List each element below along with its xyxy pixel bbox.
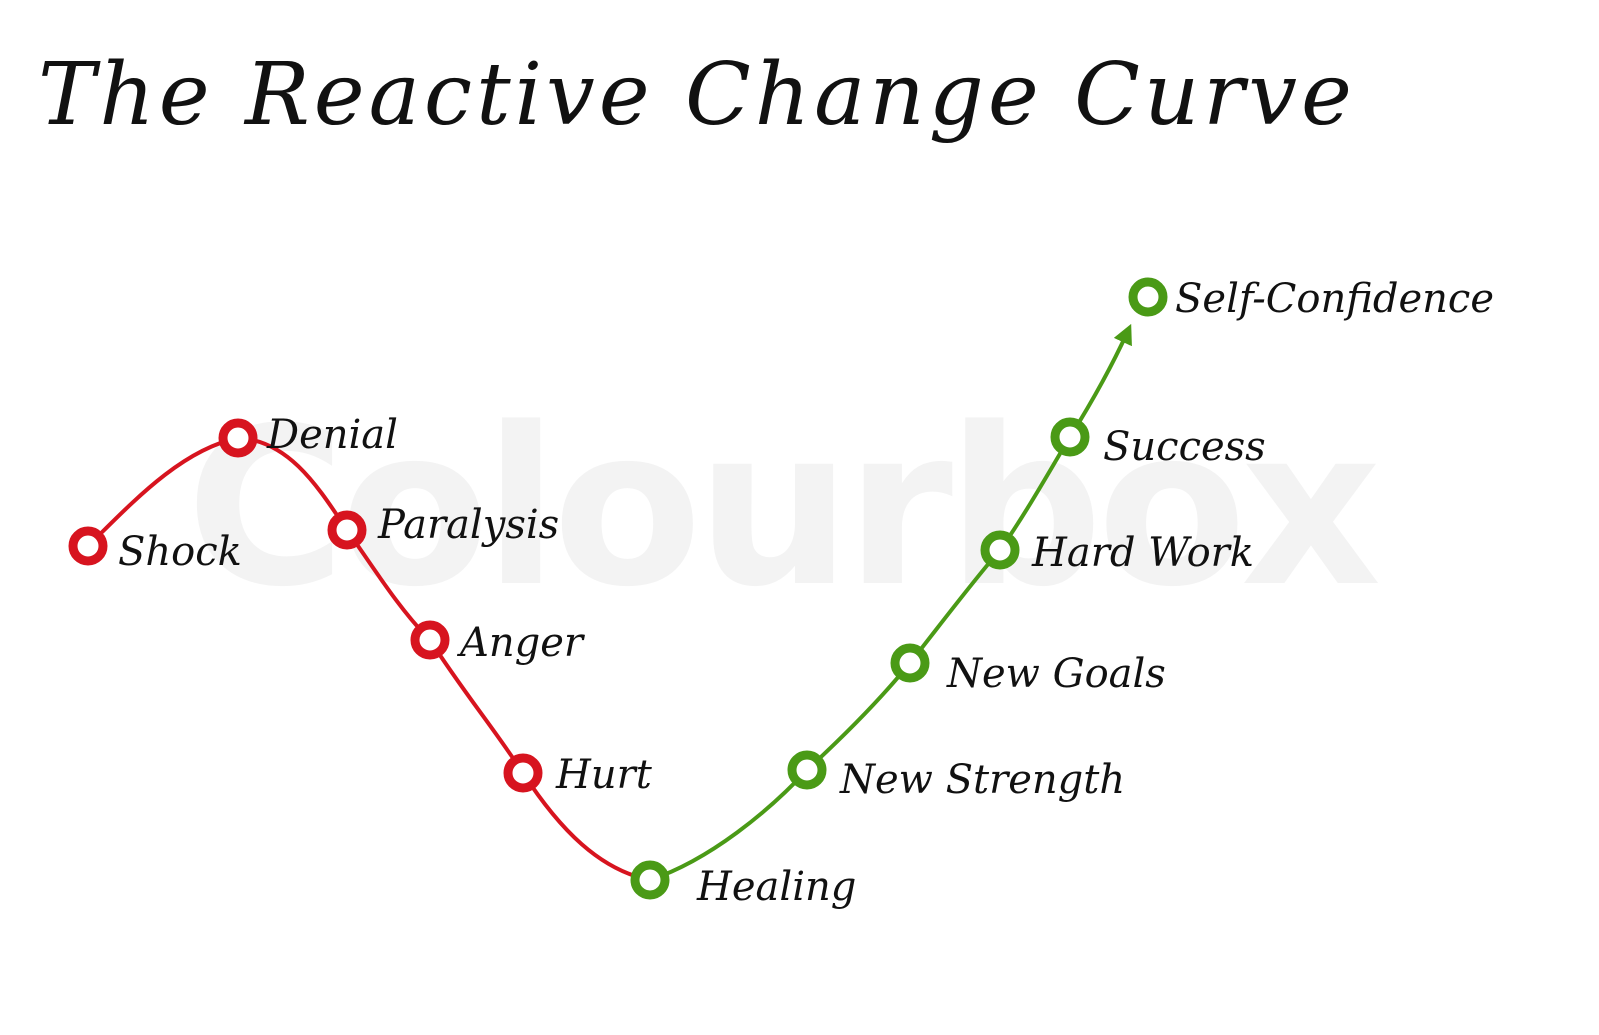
- stage-marker-hurt: [503, 753, 543, 793]
- stage-marker-new-goals: [890, 643, 930, 683]
- stage-label-paralysis: Paralysis: [377, 502, 559, 548]
- stage-label-denial: Denial: [266, 412, 398, 458]
- stage-marker-paralysis: [327, 510, 367, 550]
- stage-marker-new-strength: [787, 750, 827, 790]
- watermark: Colourbox: [186, 382, 1381, 635]
- stage-marker-self-confidence: [1128, 277, 1168, 317]
- stage-markers: [68, 277, 1168, 900]
- stage-marker-denial: [218, 418, 258, 458]
- stage-label-shock: Shock: [118, 529, 242, 575]
- stage-label-hard-work: Hard Work: [1031, 530, 1254, 576]
- stage-label-healing: Healing: [696, 864, 856, 910]
- stage-marker-hard-work: [980, 530, 1020, 570]
- stage-label-new-goals: New Goals: [946, 651, 1166, 697]
- stage-marker-shock: [68, 526, 108, 566]
- stage-label-success: Success: [1103, 424, 1266, 470]
- stage-marker-anger: [410, 620, 450, 660]
- stage-label-hurt: Hurt: [555, 752, 653, 798]
- stage-marker-healing: [630, 860, 670, 900]
- decline-curve: [86, 435, 651, 882]
- diagram-title: The Reactive Change Curve: [38, 45, 1356, 145]
- stage-label-new-strength: New Strength: [839, 757, 1125, 803]
- stage-marker-success: [1050, 417, 1090, 457]
- stage-label-anger: Anger: [456, 620, 586, 666]
- stage-label-self-confidence: Self-Confidence: [1175, 276, 1494, 322]
